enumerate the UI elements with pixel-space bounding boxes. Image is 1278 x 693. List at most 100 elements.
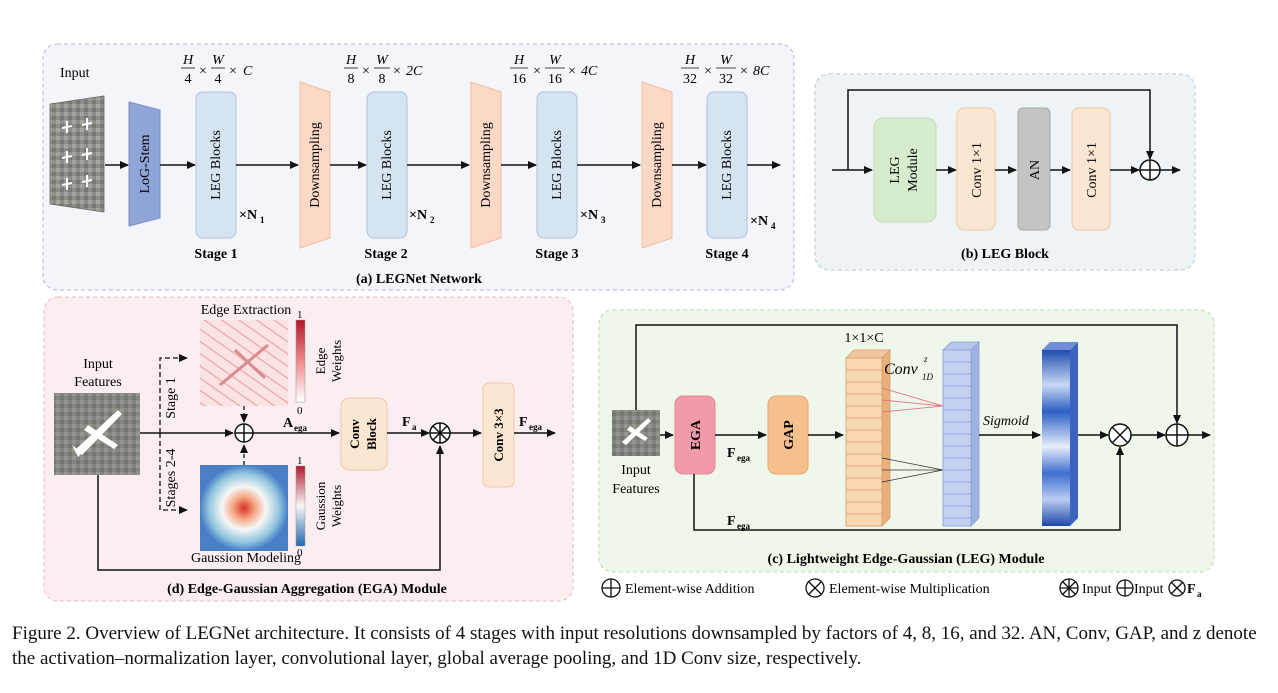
stage-4: H 32 × W 32 × 8C LEG Blocks ×N 4 Stage 4 <box>681 53 776 262</box>
edge-weights-label-1: Edge <box>313 347 328 374</box>
downsampling-label: Downsampling <box>479 122 494 208</box>
multiply-icon <box>805 578 825 598</box>
stage-name: Stage 4 <box>705 247 748 262</box>
add-icon <box>601 578 621 598</box>
f-ega-label: F <box>727 446 736 461</box>
legend-fa-label: F <box>1187 582 1196 597</box>
f-a-label: F <box>402 415 411 430</box>
conv-block-box <box>340 397 388 471</box>
an-box <box>1017 107 1051 231</box>
repeat-sub: 1 <box>260 215 265 225</box>
repeat-sub: 3 <box>601 215 606 225</box>
input-features-label-1: Input <box>83 357 113 372</box>
ega-label: EGA <box>689 419 704 450</box>
leg-blocks-label: LEG Blocks <box>380 130 395 200</box>
conv-1x1-label: Conv 1×1 <box>1085 142 1100 198</box>
panel-b-leg-block: LEG Module Conv 1×1 AN Conv 1×1 (b) LEG … <box>814 73 1196 271</box>
gauss-weights-label-1: Gaussion <box>313 481 328 530</box>
leg-blocks-label: LEG Blocks <box>550 130 565 200</box>
gauss-max: 1 <box>297 455 303 467</box>
gauss-colorbar <box>295 465 306 547</box>
sigmoid-vector-stack <box>1042 342 1078 526</box>
times-sign: × <box>740 64 748 79</box>
conv1d-links-bottom <box>881 457 944 483</box>
leg-module-box <box>873 117 937 223</box>
input-image <box>49 95 105 213</box>
stage-1: H 4 × W 4 × C LEG Blocks ×N 1 Stage 1 <box>181 53 265 262</box>
edge-max: 1 <box>297 309 303 321</box>
panel-b-title: (b) LEG Block <box>961 247 1049 262</box>
res-h-div: 32 <box>683 72 697 87</box>
residual-path <box>635 324 1181 424</box>
panel-d-title: (d) Edge-Gaussian Aggregation (EGA) Modu… <box>167 582 447 597</box>
conv1d-label: Conv <box>884 361 919 378</box>
channel-vector-stack <box>845 349 891 527</box>
stages24-label: Stages 2-4 <box>164 449 179 508</box>
input-image <box>612 410 660 456</box>
stage-name: Stage 3 <box>535 247 578 262</box>
f-ega2-label: F <box>727 514 736 529</box>
repeat-sub: 2 <box>430 215 435 225</box>
res-h-div: 16 <box>512 72 526 87</box>
special-combine-icon <box>429 422 451 444</box>
input-label: Input <box>60 66 90 81</box>
attention-vector-stack <box>942 341 980 527</box>
f-ega-sub: ega <box>737 453 750 463</box>
res-w: W <box>376 53 389 68</box>
times-sign: × <box>362 64 370 79</box>
conv-block-label-2: Block <box>364 417 379 450</box>
times-sign: × <box>393 64 401 79</box>
edge-map <box>200 320 288 406</box>
gauss-weights-label-2: Weights <box>329 485 344 527</box>
panel-c-title: (c) Lightweight Edge-Gaussian (LEG) Modu… <box>768 552 1045 567</box>
conv1d-links-top <box>881 387 944 413</box>
leg-module-label-1: LEG <box>888 156 903 183</box>
repeat-sub: 4 <box>771 221 776 231</box>
times-sign: × <box>533 64 541 79</box>
a-ega-label: A <box>283 416 294 431</box>
stage-3: H 16 × W 16 × 4C LEG Blocks ×N 3 Stage 3 <box>510 53 606 262</box>
conv-3x3-label: Conv 3×3 <box>491 408 506 462</box>
legend: Element-wise Addition Element-wise Multi… <box>601 578 1202 599</box>
res-w: W <box>549 53 562 68</box>
input-image <box>54 393 140 475</box>
edge-plane-outline <box>219 343 269 387</box>
gaussian-map <box>200 465 288 551</box>
gap-label: GAP <box>782 420 797 450</box>
edge-extraction-label: Edge Extraction <box>201 303 292 318</box>
stage-name: Stage 2 <box>364 247 407 262</box>
add-icon <box>1139 159 1161 181</box>
f-ega-label: F <box>519 415 528 430</box>
downsampling-block <box>641 81 673 249</box>
res-h: H <box>513 53 525 68</box>
conv1d-sub: 1D <box>922 372 934 382</box>
conv-1x1-box <box>956 107 996 231</box>
res-c: 2C <box>406 64 423 79</box>
add-icon <box>234 423 254 443</box>
legend-input-b: Input <box>1134 582 1164 597</box>
special-combine-icon <box>1059 578 1079 598</box>
stage-name: Stage 1 <box>194 247 237 262</box>
add-icon <box>1116 579 1134 597</box>
times-sign: × <box>229 64 237 79</box>
sigmoid-label: Sigmoid <box>983 414 1030 429</box>
input-features-label-2: Features <box>612 482 659 497</box>
res-h: H <box>182 53 194 68</box>
leg-module-label-2: Module <box>906 148 921 192</box>
log-stem-block <box>128 101 161 227</box>
res-w-div: 32 <box>719 72 733 87</box>
repeat-count: ×N <box>750 214 768 229</box>
skip-path <box>97 445 444 571</box>
conv1d-sup: z <box>923 354 928 364</box>
feature-path <box>693 446 1124 531</box>
input-features-label-2: Features <box>74 375 121 390</box>
res-w-div: 16 <box>548 72 562 87</box>
times-sign: × <box>568 64 576 79</box>
leg-blocks-label: LEG Blocks <box>720 130 735 200</box>
a-ega-sub: ega <box>294 423 307 433</box>
res-h-div: 8 <box>348 72 355 87</box>
res-c: 8C <box>753 64 770 79</box>
add-icon <box>1165 423 1189 447</box>
conv-3x3-box <box>482 382 515 488</box>
legend-add-label: Element-wise Addition <box>625 582 754 597</box>
